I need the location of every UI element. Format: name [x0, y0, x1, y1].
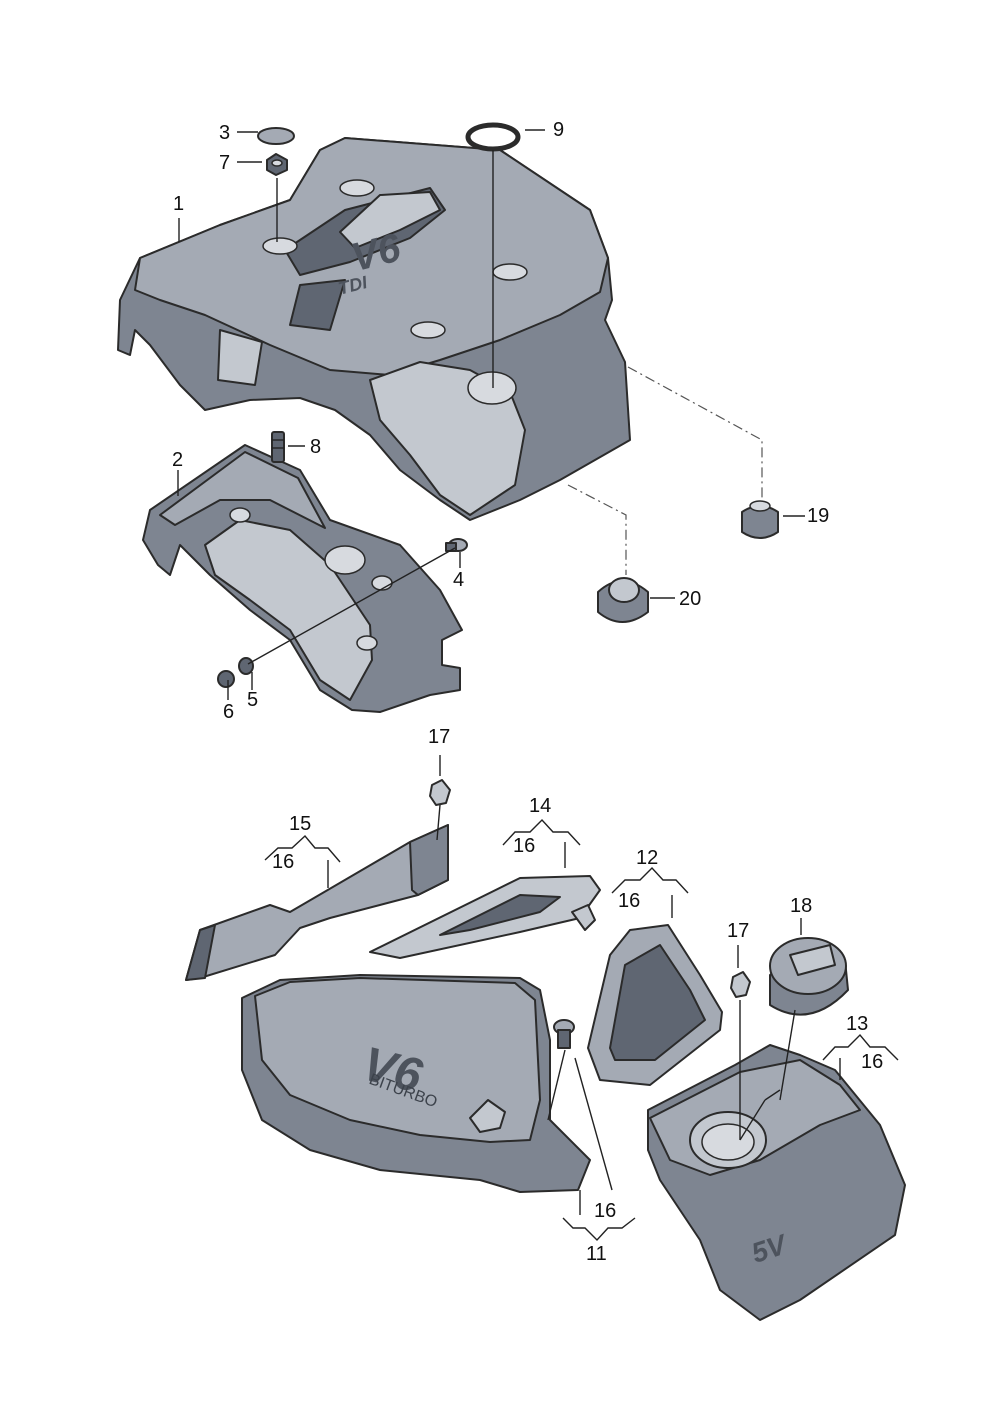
callout-20: 20	[679, 588, 701, 610]
clip-on-part-14[interactable]	[571, 904, 596, 931]
callout-7: 7	[219, 152, 230, 174]
callout-8: 8	[310, 436, 321, 458]
callout-18: 18	[790, 895, 812, 917]
nut-part-6[interactable]	[217, 670, 235, 688]
callout-16-d: 16	[861, 1051, 883, 1073]
callout-3: 3	[219, 122, 230, 144]
callout-14: 14	[529, 795, 551, 817]
callout-19: 19	[807, 505, 829, 527]
callout-11: 11	[586, 1243, 607, 1265]
callout-5: 5	[247, 689, 258, 711]
callout-1: 1	[173, 193, 184, 215]
nut-part-7[interactable]	[266, 153, 288, 176]
assembly-lines	[567, 366, 763, 575]
cover-plate-part-14[interactable]	[369, 875, 601, 959]
cap-part-18[interactable]	[769, 937, 849, 1016]
cover-strip-part-15[interactable]	[185, 824, 449, 981]
callout-16-c: 16	[618, 890, 640, 912]
cover-part-11[interactable]: V6 BITURBO	[241, 974, 591, 1193]
callout-13: 13	[846, 1013, 868, 1035]
grommet-part-5[interactable]	[238, 657, 254, 675]
ring-part-9[interactable]	[465, 122, 521, 152]
side-shield-part-2[interactable]	[142, 444, 463, 713]
leader-lines	[177, 129, 899, 1242]
buffer-part-19[interactable]	[741, 500, 779, 539]
screw-part-4[interactable]	[445, 538, 468, 552]
callout-16-b: 16	[513, 835, 535, 857]
callout-16-e: 16	[594, 1200, 616, 1222]
engine-cover-part-1[interactable]: V6 TDI	[117, 137, 631, 521]
callout-15: 15	[289, 813, 311, 835]
stud-part-8[interactable]	[271, 431, 285, 463]
callout-16-a: 16	[272, 851, 294, 873]
callout-9: 9	[553, 119, 564, 141]
callout-6: 6	[223, 701, 234, 723]
callout-17-b: 17	[727, 920, 749, 942]
callout-labels: 1 2 3 4 5 6 7 8 9 11 12 13 14 15 16 16 1…	[172, 119, 883, 1265]
cover-part-12[interactable]	[587, 924, 723, 1086]
callout-2: 2	[172, 449, 183, 471]
cap-part-3[interactable]	[257, 127, 295, 145]
callout-4: 4	[453, 569, 464, 591]
callout-12: 12	[636, 847, 658, 869]
cover-part-13[interactable]: 5V	[647, 1044, 906, 1321]
callout-17-a: 17	[428, 726, 450, 748]
clip-part-17-upper[interactable]	[429, 779, 451, 806]
pin-part-16[interactable]	[553, 1019, 575, 1049]
clip-part-17-lower[interactable]	[730, 971, 751, 998]
buffer-part-20[interactable]	[597, 577, 649, 623]
